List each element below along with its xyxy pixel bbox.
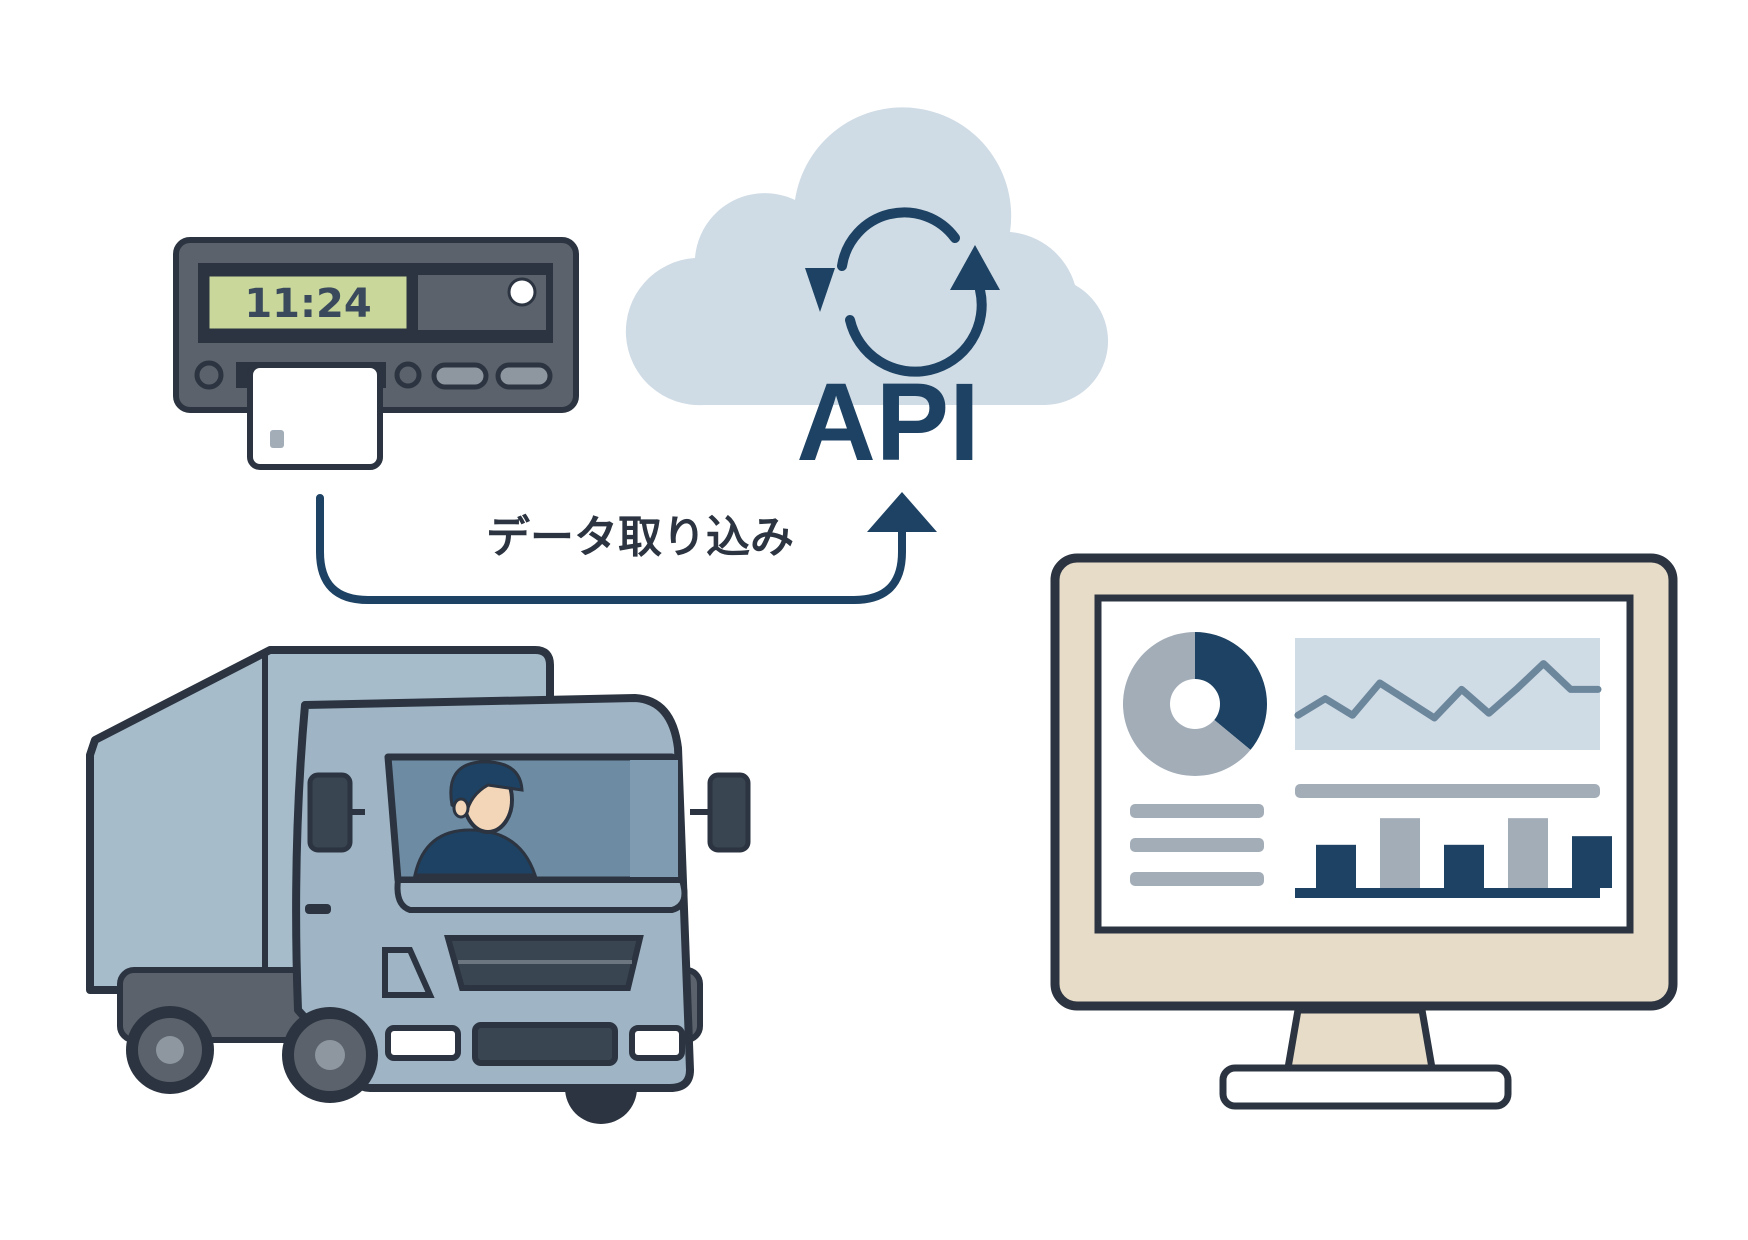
- bar-chart-header: [1295, 784, 1600, 798]
- data-flow-arrow: データ取り込み: [316, 492, 937, 604]
- left-headlight: [385, 1025, 461, 1061]
- bar-chart: [1316, 818, 1612, 888]
- flow-line: [316, 494, 906, 604]
- sync-arrowhead-down-icon: [805, 268, 835, 312]
- text-line-3: [1130, 872, 1264, 886]
- sync-arc-top: [837, 207, 960, 271]
- door-handle: [305, 904, 331, 914]
- front-wheel: [565, 1088, 637, 1124]
- lower-grille: [472, 1022, 618, 1066]
- driver-hair: [449, 760, 524, 818]
- donut-hole: [1170, 679, 1220, 729]
- text-line-1: [1130, 804, 1264, 818]
- line-chart: [1294, 660, 1602, 722]
- donut-slice-1: [1195, 632, 1267, 750]
- lcd-screen: [206, 273, 410, 332]
- monitor-neck: [1284, 1006, 1436, 1072]
- donut-chart: [1123, 632, 1267, 776]
- middle-hub: [315, 1040, 345, 1070]
- knob-right-icon: [394, 361, 422, 389]
- right-mirror: [707, 772, 751, 853]
- text-line-2: [1130, 838, 1264, 852]
- driver: [413, 760, 538, 877]
- driver-ear: [452, 797, 470, 819]
- device-indicator-icon: [507, 277, 537, 307]
- monitor-dashboard: [1050, 553, 1678, 1110]
- bar-chart-baseline: [1295, 888, 1600, 898]
- sync-arc-bottom: [845, 285, 987, 377]
- right-headlight: [629, 1025, 685, 1061]
- rear-hub: [156, 1036, 184, 1064]
- bar-3: [1444, 844, 1484, 888]
- knob-left-icon: [194, 360, 224, 390]
- bar-2: [1380, 818, 1420, 888]
- cab-dash: [394, 877, 688, 913]
- display-time: 11:24: [244, 281, 371, 327]
- card-chip-icon: [270, 430, 284, 448]
- api-label: API: [796, 361, 979, 484]
- flow-label: データ取り込み: [486, 512, 794, 563]
- sync-arrowhead-up-icon: [950, 245, 1000, 290]
- tachograph-device: 11:24: [173, 237, 579, 470]
- line-series: [1294, 660, 1602, 722]
- device-button-2: [495, 362, 553, 390]
- left-mirror: [307, 772, 353, 853]
- truck-illustration: [86, 646, 751, 1124]
- flow-arrowhead-icon: [867, 492, 937, 532]
- bar-5: [1572, 836, 1612, 888]
- windshield-reflection: [630, 760, 678, 878]
- bar-4: [1508, 818, 1548, 888]
- driver-card: [247, 362, 383, 470]
- device-button-1: [431, 362, 489, 390]
- cloud-api: API: [625, 107, 1109, 484]
- bar-1: [1316, 844, 1356, 888]
- cab-step: [382, 947, 435, 998]
- monitor-base: [1219, 1064, 1512, 1110]
- line-chart-panel: [1295, 638, 1600, 750]
- driver-body: [413, 828, 538, 877]
- cloud-icon: [625, 107, 1109, 406]
